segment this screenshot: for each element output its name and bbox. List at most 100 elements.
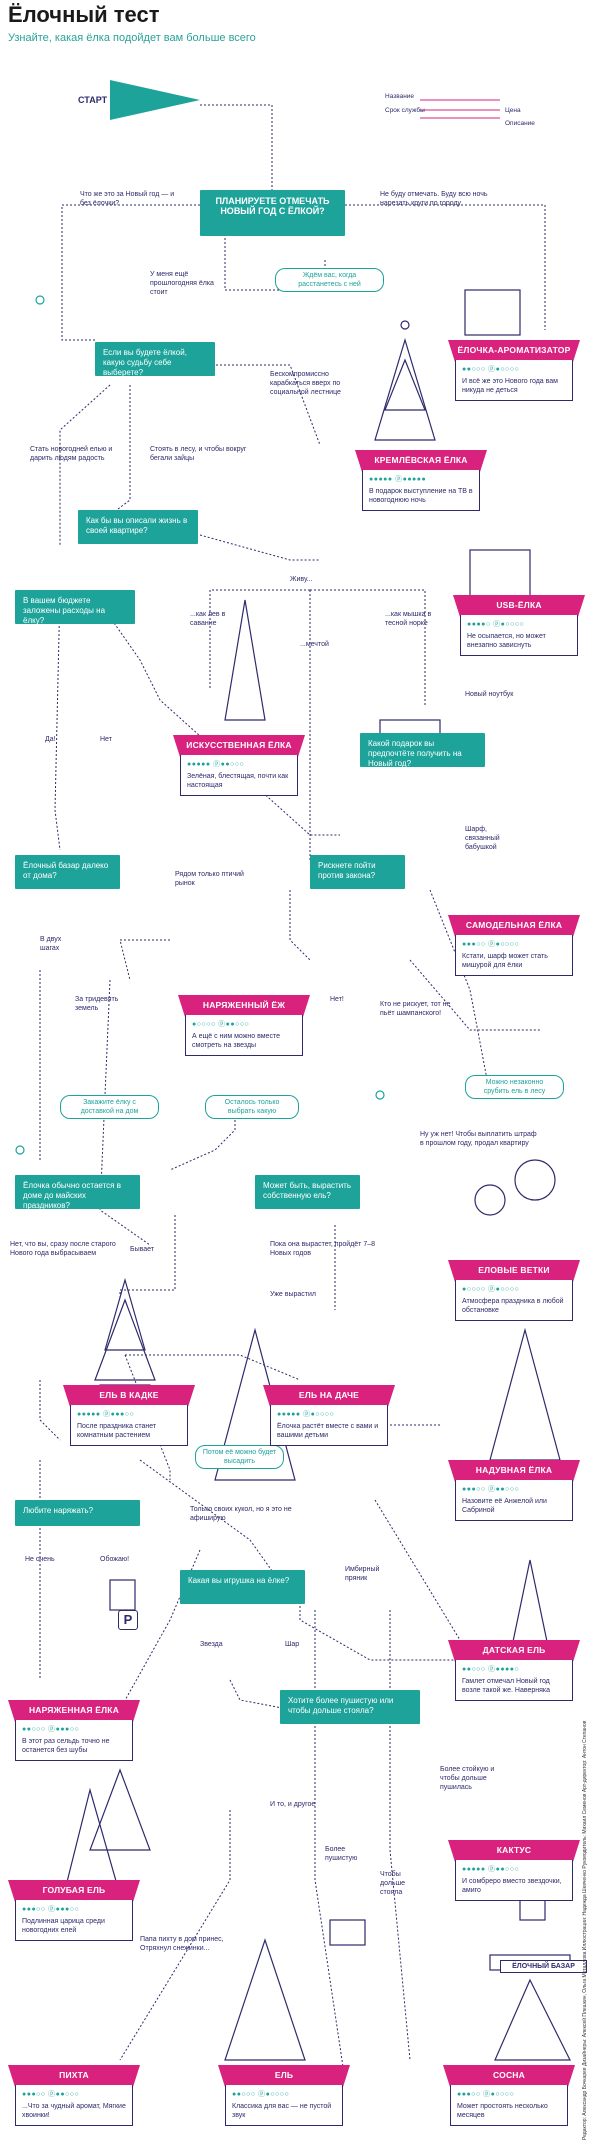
label-34: Чтобы дольше стояла <box>380 1871 406 1896</box>
label-31: Более стойкую и чтобы дольше пушилась <box>440 1766 495 1791</box>
label-29: Звезда <box>200 1641 223 1648</box>
result-desc: ...Что за чудный аромат, Мягкие хвоинки! <box>22 2103 126 2119</box>
parking-sign: P <box>118 1610 138 1630</box>
label-21: Нет, что вы, сразу после старого Нового … <box>10 1241 116 1257</box>
page-subtitle: Узнайте, какая ёлка подойдет вам больше … <box>8 32 256 44</box>
result-desc: В подарок выступление на ТВ в новогоднюю… <box>369 488 473 504</box>
result-desc: После праздника станет комнатным растени… <box>77 1423 157 1439</box>
result-rating: ●●●●● ⓟ●○○○○ <box>277 1411 335 1418</box>
label-13: Да! <box>45 736 56 743</box>
note-3: Осталось только выбрать какую <box>205 1095 299 1119</box>
result-desc: Гамлет отмечал Новый год возле такой же.… <box>462 1678 551 1694</box>
question-stay: Ёлочка обычно остается в доме до майских… <box>15 1175 140 1210</box>
label-22: Бывает <box>130 1246 155 1253</box>
result-kremlin: КРЕМЛЁВСКАЯ ЁЛКА ●●●●● ⓟ●●●●● В подарок в… <box>355 450 487 511</box>
result-name: ЁЛОЧКА-АРОМАТИЗАТОР <box>448 340 580 362</box>
label-9: ...мечтой <box>300 641 329 648</box>
market-sign: ЁЛОЧНЫЙ БАЗАР <box>500 1960 587 1973</box>
result-dressed: НАРЯЖЕННАЯ ЁЛКА ●●○○○ ⓟ●●●○○ В этот раз с… <box>8 1700 140 1761</box>
result-desc: Может простоять несколько месяцев <box>457 2103 548 2119</box>
result-dacha: ЕЛЬ НА ДАЧЕ ●●●●● ⓟ●○○○○Ёлочка растёт вм… <box>263 1385 395 1446</box>
result-name: ГОЛУБАЯ ЕЛЬ <box>8 1880 140 1902</box>
result-desc: Не осыпается, но может внезапно зависнут… <box>467 633 546 649</box>
label-27: Обожаю! <box>100 1556 130 1563</box>
question-main: ПЛАНИРУЕТЕ ОТМЕЧАТЬ НОВЫЙ ГОД С ЁЛКОЙ? <box>200 190 345 236</box>
result-branches: ЕЛОВЫЕ ВЕТКИ ●○○○○ ⓟ●○○○○Атмосфера празд… <box>448 1260 580 1321</box>
result-name: КАКТУС <box>448 1840 580 1862</box>
note-5: Потом её можно будет высадить <box>195 1445 284 1469</box>
label-4: Бескомпромиссно карабкаться вверх по соц… <box>270 371 341 396</box>
result-tub: ЕЛЬ В КАДКЕ ●●●●● ⓟ●●●○○После праздника … <box>63 1385 195 1446</box>
result-desc: А ещё с ним можно вместе смотреть на зве… <box>192 1033 280 1049</box>
question-dress: Любите наряжать? <box>15 1500 140 1526</box>
result-rating: ●●●○○ ⓟ●●○○○ <box>462 1486 520 1493</box>
result-rating: ●●○○○ ⓟ●●●○○ <box>22 1726 80 1733</box>
result-desc: И всё же это Нового года вам никуда не д… <box>462 378 558 394</box>
label-33: Более пушистую <box>325 1846 358 1862</box>
result-rating: ●○○○○ ⓟ●●○○○ <box>192 1021 250 1028</box>
label-15: Рядом только птичий рынок <box>175 871 244 887</box>
result-desc: Классика для вас — не пустой звук <box>232 2103 332 2119</box>
question-risk: Рискнете пойти против закона? <box>310 855 405 889</box>
result-rating: ●●●●● ⓟ●●●○○ <box>77 1411 135 1418</box>
note-4: Можно незаконно срубить ель в лесу <box>465 1075 564 1099</box>
label-12: Шарф, связанный бабушкой <box>465 826 500 851</box>
question-grow: Может быть, вырастить собственную ель? <box>255 1175 360 1209</box>
result-rating: ●●●●● ⓟ●●●●● <box>369 476 427 483</box>
label-25: Только своих кукол, но я это не афиширую <box>190 1506 292 1522</box>
legend-lifetime: Срок службы <box>385 107 425 114</box>
question-fluffy: Хотите более пушистую или чтобы дольше с… <box>280 1690 420 1724</box>
result-desc: Зелёная, блестящая, почти как настоящая <box>187 773 289 789</box>
label-1: Что же это за Новый год — и без ёлочки? <box>80 191 175 207</box>
result-fir: ПИХТА ●●●○○ ⓟ●●○○○...Что за чудный арома… <box>8 2065 140 2126</box>
question-gift: Какой подарок вы предпочтёте получить на… <box>360 733 485 768</box>
page-title: Ёлочный тест <box>8 2 160 27</box>
result-name: USB-ЁЛКА <box>453 595 585 617</box>
result-rating: ●●●●● ⓟ●●○○○ <box>187 761 245 768</box>
label-18: Нет! <box>330 996 344 1003</box>
label-16: В двух шагах <box>40 936 62 952</box>
label-30: Шар <box>285 1641 300 1648</box>
result-pine: СОСНА ●●●○○ ⓟ●○○○○Может простоять нескол… <box>443 2065 575 2126</box>
result-desc: Ёлочка растёт вместе с вами и вашими дет… <box>277 1423 379 1439</box>
result-desc: Атмосфера праздника в любой обстановке <box>462 1298 564 1314</box>
result-name: САМОДЕЛЬНАЯ ЁЛКА <box>448 915 580 937</box>
start-tree <box>110 80 200 120</box>
result-rating: ●●○○○ ⓟ●○○○○ <box>232 2091 290 2098</box>
label-8: ...как лев в саванне <box>190 611 226 627</box>
result-name: ИСКУССТВЕННАЯ ЁЛКА <box>173 735 305 757</box>
question-toy: Какая вы игрушка на ёлке? <box>180 1570 305 1604</box>
label-32: И то, и другое <box>270 1801 316 1808</box>
label-11: Новый ноутбук <box>465 691 514 698</box>
note-1: Ждём вас, когда расстанетесь с ней <box>275 268 384 292</box>
result-rating: ●●●○○ ⓟ●○○○○ <box>462 941 520 948</box>
result-inflatable: НАДУВНАЯ ЁЛКА ●●●○○ ⓟ●●○○○Назовите её Ан… <box>448 1460 580 1521</box>
label-3: У меня ещё прошлогодняя ёлка стоит <box>150 271 214 296</box>
result-name: НАРЯЖЕННАЯ ЁЛКА <box>8 1700 140 1722</box>
result-name: КРЕМЛЁВСКАЯ ЁЛКА <box>355 450 487 472</box>
result-artificial: ИСКУССТВЕННАЯ ЁЛКА ●●●●● ⓟ●●○○○ Зелёная, … <box>173 735 305 796</box>
label-6: Стоять в лесу, и чтобы вокруг бегали зай… <box>150 446 247 462</box>
result-rating: ●●●○○ ⓟ●●○○○ <box>22 2091 80 2098</box>
label-19: Кто не рискует, тот не пьёт шампанского! <box>380 1001 451 1017</box>
result-hedgehog: НАРЯЖЕННЫЙ ЁЖ ●○○○○ ⓟ●●○○○ А ещё с ним мо… <box>178 995 310 1056</box>
label-24: Уже вырастил <box>270 1291 316 1298</box>
result-name: ДАТСКАЯ ЕЛЬ <box>448 1640 580 1662</box>
result-name: ЕЛЬ <box>218 2065 350 2087</box>
result-spruce: ЕЛЬ ●●○○○ ⓟ●○○○○ Классика для вас — не пу… <box>218 2065 350 2126</box>
label-23: Пока она вырастет, пройдёт 7–8 Новых год… <box>270 1241 376 1257</box>
result-danish: ДАТСКАЯ ЕЛЬ ●●○○○ ⓟ●●●●○ Гамлет отмечал Н… <box>448 1640 580 1701</box>
result-cactus: КАКТУС ●●●●● ⓟ●●○○○И сомбреро вместо зве… <box>448 1840 580 1901</box>
result-rating: ●●●●○ ⓟ●○○○○ <box>467 621 525 628</box>
result-aroma: ЁЛОЧКА-АРОМАТИЗАТОР ●●○○○ ⓟ●○○○○ И всё же… <box>448 340 580 401</box>
credits: Редактор: Александр Бочкарев Дизайнеры: … <box>582 1720 588 2140</box>
result-desc: В этот раз сельдь точно не останется без… <box>22 1738 110 1754</box>
result-rating: ●●○○○ ⓟ●○○○○ <box>462 366 520 373</box>
result-homemade: САМОДЕЛЬНАЯ ЁЛКА ●●●○○ ⓟ●○○○○Кстати, шар… <box>448 915 580 976</box>
label-26: Не очень <box>25 1556 55 1563</box>
legend-price: Цена <box>505 107 521 114</box>
result-name: НАРЯЖЕННЫЙ ЁЖ <box>178 995 310 1017</box>
result-rating: ●●○○○ ⓟ●●●●○ <box>462 1666 520 1673</box>
label-28: Имбирный пряник <box>345 1566 380 1582</box>
result-blue: ГОЛУБАЯ ЕЛЬ ●●●○○ ⓟ●●●○○Подлинная царица… <box>8 1880 140 1941</box>
